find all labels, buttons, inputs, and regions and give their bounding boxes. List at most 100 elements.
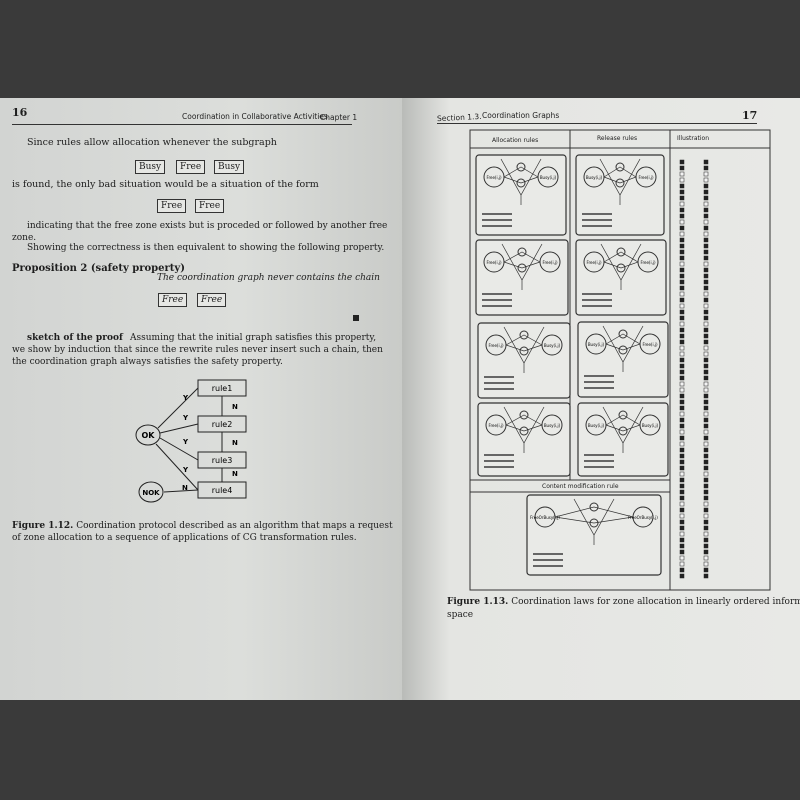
- node-circle: [519, 410, 529, 420]
- edges: [602, 406, 644, 453]
- illustration-cell: [679, 171, 685, 177]
- illustration-cell: [703, 375, 709, 381]
- edges: [599, 158, 641, 205]
- rule-text-line: [584, 375, 614, 377]
- illustration-cell: [679, 207, 685, 213]
- node-label: Free(i,j): [488, 423, 504, 428]
- proposition-text: The coordination graph never contains th…: [157, 273, 380, 283]
- caption-text: Coordination laws for zone allocation in…: [511, 597, 800, 607]
- release-rule-3: [577, 321, 669, 398]
- node-label: Busy(i,j): [544, 343, 561, 348]
- illustration-cell: [679, 249, 685, 255]
- node-label: Busy(i,j): [642, 423, 659, 428]
- illustration-cell: [679, 555, 685, 561]
- edges: [500, 158, 542, 205]
- illustration-cell: [703, 201, 709, 207]
- illustration-cell: [679, 333, 685, 339]
- rule-text-line: [484, 466, 514, 468]
- illustration-cell: [703, 429, 709, 435]
- illustration-cell: [703, 159, 709, 165]
- rule-text-line: [484, 388, 514, 390]
- illustration-cell: [679, 495, 685, 501]
- edges: [554, 498, 634, 545]
- illustration-cell: [703, 291, 709, 297]
- illustration-cell: [703, 249, 709, 255]
- illustration-cell: [703, 555, 709, 561]
- illustration-cell: [679, 255, 685, 261]
- rule-text-line: [584, 460, 614, 462]
- yes-label: Y: [182, 438, 189, 446]
- chain-node: Free: [176, 160, 206, 174]
- illustration-cell: [703, 501, 709, 507]
- proof-label: sketch of the proof: [27, 333, 123, 343]
- illustration-cell: [679, 183, 685, 189]
- illustration-cell: [679, 231, 685, 237]
- illustration-cell: [679, 543, 685, 549]
- illustration-cell: [703, 405, 709, 411]
- illustration-cell: [679, 459, 685, 465]
- illustration-cell: [703, 483, 709, 489]
- illustration-cell: [679, 345, 685, 351]
- illustration-cell: [679, 405, 685, 411]
- illustration-cell: [679, 423, 685, 429]
- node-label: Free(i,j): [486, 260, 502, 265]
- illustration-cell: [703, 549, 709, 555]
- illustration-cell: [679, 525, 685, 531]
- rule-text-line: [482, 213, 512, 215]
- node-circle: [517, 247, 527, 257]
- edges: [602, 325, 644, 372]
- illustration-cell: [703, 165, 709, 171]
- node-label: FreeOrBusy(i,j): [530, 515, 560, 520]
- rule-text-line: [482, 225, 512, 227]
- node-circle: [519, 426, 529, 436]
- illustration-cell: [703, 207, 709, 213]
- illustration-cell: [703, 267, 709, 273]
- illustration-cell: [703, 567, 709, 573]
- running-head: Coordination Graphs: [482, 111, 560, 120]
- illustration-cell: [679, 561, 685, 567]
- illustration-cell: [703, 195, 709, 201]
- illustration-cell: [703, 417, 709, 423]
- rule-text-line: [482, 219, 512, 221]
- illustration-cell: [703, 465, 709, 471]
- node-label: Busy(i,j): [588, 423, 605, 428]
- illustration-cell: [703, 447, 709, 453]
- illustration-cell: [679, 267, 685, 273]
- node-circle: [616, 247, 626, 257]
- release-rule-2: [575, 239, 667, 316]
- illustration-cell: [703, 183, 709, 189]
- illustration-cell: [679, 549, 685, 555]
- illustration-cell: [679, 177, 685, 183]
- illustration-cell: [679, 441, 685, 447]
- paragraph: zone.: [12, 233, 37, 243]
- node-label: Free(i,j): [638, 175, 654, 180]
- paragraph: we show by induction that since the rewr…: [12, 345, 383, 355]
- illustration-cell: [703, 333, 709, 339]
- caption-text: of zone allocation to a sequence of appl…: [12, 533, 357, 543]
- left-page: [0, 98, 402, 700]
- node-label: Free(i,j): [586, 260, 602, 265]
- illustration-cell: [703, 171, 709, 177]
- running-head: Coordination in Collaborative Activities: [182, 112, 328, 121]
- illustration-cell: [703, 339, 709, 345]
- node-label: Free(i,j): [488, 343, 504, 348]
- page-number: 17: [742, 109, 758, 122]
- node-label: FreeOrBusy(i,j): [628, 515, 658, 520]
- illustration-cell: [679, 339, 685, 345]
- illustration-cell: [679, 453, 685, 459]
- illustration-cell: [703, 219, 709, 225]
- illustration-cell: [703, 489, 709, 495]
- chain-node: Free: [195, 199, 225, 213]
- illustration-cell: [679, 369, 685, 375]
- illustration-cell: [703, 393, 709, 399]
- illustration-cell: [679, 291, 685, 297]
- illustration-cell: [679, 285, 685, 291]
- allocation-rule-4: [477, 402, 571, 477]
- column-header-allocation: Allocation rules: [492, 137, 539, 144]
- illustration-cell: [679, 477, 685, 483]
- illustration-cell: [679, 573, 685, 579]
- rule-label: rule2: [212, 420, 233, 429]
- illustration-cell: [679, 519, 685, 525]
- rule-text-line: [584, 381, 614, 383]
- rule-text-line: [584, 466, 614, 468]
